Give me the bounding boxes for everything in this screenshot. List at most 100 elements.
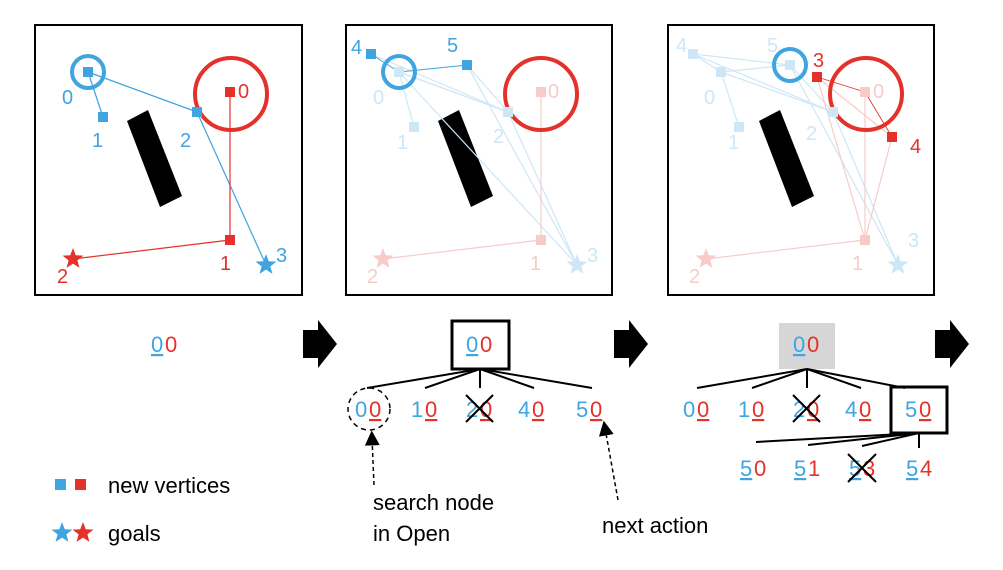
blue-start-circle bbox=[70, 54, 106, 90]
blue-vertex-label: 3 bbox=[276, 245, 287, 267]
blue-vertex-label: 3 bbox=[908, 230, 919, 252]
search-node-annotation-line2: in Open bbox=[373, 521, 450, 546]
red-goal-star-icon bbox=[372, 248, 394, 268]
square-icon bbox=[75, 479, 86, 490]
blue-edges bbox=[87, 71, 267, 266]
blue-current-circle bbox=[772, 47, 808, 83]
node-blue-digit: 5 bbox=[576, 397, 588, 422]
tree-node: 4 0 bbox=[845, 397, 871, 422]
search-node-annotation: search node bbox=[373, 490, 494, 515]
node-red-digit: 0 bbox=[369, 397, 381, 422]
next-action-annotation: next action bbox=[602, 513, 708, 538]
panel-2-frame bbox=[345, 24, 613, 296]
tree-node-root: 0 0 bbox=[466, 332, 492, 357]
red-current-circle bbox=[828, 56, 904, 132]
red-vertex-label: 2 bbox=[367, 266, 378, 288]
tree-edges bbox=[755, 432, 920, 448]
node-red-digit: 1 bbox=[808, 456, 820, 481]
node-blue-digit: 5 bbox=[794, 456, 806, 481]
faded-red-edges bbox=[382, 92, 542, 260]
obstacle bbox=[759, 110, 814, 207]
blue-vertex-label: 5 bbox=[767, 35, 778, 57]
dashed-arrow-icon bbox=[364, 430, 380, 486]
node-red-digit: 0 bbox=[754, 456, 766, 481]
blue-vertex bbox=[409, 122, 419, 132]
blue-vertex-label: 4 bbox=[676, 35, 687, 57]
node-red-digit: 0 bbox=[165, 332, 177, 357]
node-red-digit: 0 bbox=[480, 397, 492, 422]
node-red-digit: 0 bbox=[532, 397, 544, 422]
node-red-digit: 4 bbox=[920, 456, 932, 481]
node-red-digit: 0 bbox=[480, 332, 492, 357]
node-red-digit: 3 bbox=[863, 456, 875, 481]
dashed-arrow-icon bbox=[598, 420, 619, 501]
node-red-digit: 0 bbox=[807, 332, 819, 357]
pruned-cross-icon bbox=[792, 394, 821, 423]
blue-vertex-label: 2 bbox=[493, 126, 504, 148]
search-tree-step3: 0 0 0 0 1 0 2 0 4 0 bbox=[683, 323, 949, 483]
tree-node-pruned: 2 0 bbox=[792, 394, 821, 423]
blue-vertex-label: 0 bbox=[704, 87, 715, 109]
legend-vertices-label: new vertices bbox=[108, 473, 230, 498]
tree-node: 5 4 bbox=[906, 456, 932, 481]
panel-1-frame bbox=[34, 24, 303, 296]
red-vertex-label: 0 bbox=[873, 81, 884, 103]
node-blue-digit: 0 bbox=[466, 332, 478, 357]
pruned-cross-icon bbox=[465, 394, 494, 423]
node-blue-digit: 5 bbox=[849, 456, 861, 481]
blue-vertex bbox=[98, 112, 108, 122]
node-blue-digit: 0 bbox=[151, 332, 163, 357]
search-tree-step1: 0 0 bbox=[151, 332, 177, 357]
blue-vertex-label: 1 bbox=[397, 132, 408, 154]
tree-node: 1 0 bbox=[411, 397, 437, 422]
red-vertex bbox=[225, 235, 235, 245]
star-icon bbox=[51, 522, 73, 542]
tree-node: 0 0 bbox=[355, 397, 381, 422]
tree-node: 0 0 bbox=[151, 332, 177, 357]
node-red-digit: 0 bbox=[752, 397, 764, 422]
tree-node: 5 1 bbox=[794, 456, 820, 481]
node-red-digit: 0 bbox=[859, 397, 871, 422]
red-vertex-label: 0 bbox=[238, 81, 249, 103]
red-vertex-label: 1 bbox=[530, 253, 541, 275]
node-red-digit: 0 bbox=[697, 397, 709, 422]
node-blue-digit: 4 bbox=[845, 397, 857, 422]
node-blue-digit: 5 bbox=[740, 456, 752, 481]
tree-node: 0 0 bbox=[683, 397, 709, 422]
blue-vertex-label: 2 bbox=[180, 130, 191, 152]
node-blue-digit: 1 bbox=[411, 397, 423, 422]
legend-goals-label: goals bbox=[108, 521, 161, 546]
step-arrow-icon bbox=[935, 320, 969, 368]
panel-3-frame bbox=[667, 24, 935, 296]
blue-vertex bbox=[83, 67, 93, 77]
red-vertex-label: 4 bbox=[910, 136, 921, 158]
node-blue-digit: 0 bbox=[355, 397, 367, 422]
blue-vertex bbox=[716, 67, 726, 77]
tree-node: 5 0 bbox=[740, 456, 766, 481]
new-blue-vertex bbox=[462, 60, 472, 70]
blue-current-circle bbox=[381, 54, 417, 90]
new-red-edges bbox=[816, 76, 893, 138]
node-blue-digit: 0 bbox=[683, 397, 695, 422]
node-blue-digit: 0 bbox=[793, 332, 805, 357]
open-node-circle bbox=[347, 387, 391, 431]
pruned-cross-icon bbox=[847, 453, 877, 483]
blue-vertex-label: 2 bbox=[806, 123, 817, 145]
blue-vertex-label: 1 bbox=[728, 132, 739, 154]
blue-vertex-label: 0 bbox=[373, 87, 384, 109]
new-blue-vertex bbox=[366, 49, 376, 59]
red-current-circle bbox=[503, 56, 579, 132]
node-red-digit: 0 bbox=[807, 397, 819, 422]
tree-node-root: 0 0 bbox=[793, 332, 819, 357]
node-red-digit: 0 bbox=[590, 397, 602, 422]
red-goal-star-icon bbox=[695, 248, 717, 268]
red-vertex bbox=[225, 87, 235, 97]
tree-node: 5 0 bbox=[905, 397, 931, 422]
blue-vertex bbox=[688, 49, 698, 59]
panel-3: 4 5 0 1 2 3 3 4 0 1 2 bbox=[667, 24, 935, 296]
blue-vertex bbox=[503, 107, 513, 117]
expanded-node-highlight bbox=[779, 323, 835, 369]
red-vertex bbox=[536, 87, 546, 97]
faded-red-edges bbox=[705, 76, 893, 260]
